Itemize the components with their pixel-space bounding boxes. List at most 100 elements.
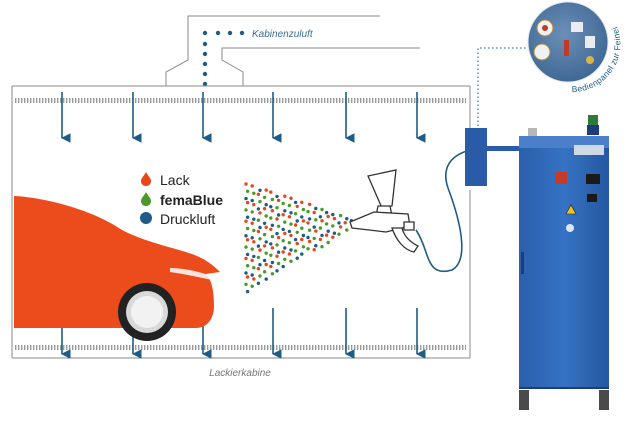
spray-droplet [324,210,329,215]
spray-droplet [306,221,310,225]
spray-droplet [289,222,293,226]
spray-droplet [276,250,281,254]
spray-droplet [275,194,279,199]
spray-droplet [264,240,268,244]
spray-droplet [245,200,250,205]
air-supply-dots [202,30,245,87]
spray-droplet [307,228,312,232]
spray-droplet [250,184,254,188]
car [14,196,220,341]
spray-droplet [269,253,273,257]
booth-label: Lackierkabine [209,368,271,379]
spray-droplet [306,235,310,240]
spray-droplet [258,188,262,192]
spray-droplet [301,219,306,223]
spray-droplet [320,219,324,223]
legend-label-druckluft: Druckluft [160,211,215,227]
spray-droplet [270,246,275,250]
floor-grate [14,345,466,350]
spray-droplet [276,235,281,240]
spray-droplet [312,248,316,252]
spray-droplet [244,219,248,223]
spray-droplet [270,223,275,227]
spray-droplet [245,226,250,231]
spray-droplet [300,252,304,256]
wall-unit [465,128,487,186]
control-cabinet [519,115,609,410]
spray-droplet [287,252,292,256]
spray-droplet [289,248,293,252]
spray-droplet [295,256,299,260]
spray-droplet [270,209,275,213]
spray-droplet [244,196,248,201]
spray-droplet [283,194,287,198]
spray-droplet [295,230,299,234]
spray-droplet [295,241,299,246]
spray-droplet [306,247,310,251]
spray-droplet [252,266,256,270]
spray-droplet [320,233,324,238]
spray-droplet [331,224,335,228]
spray-droplet [281,239,285,243]
spray-droplet [262,232,267,237]
spray-droplet [269,216,273,220]
spray-droplet [276,213,281,217]
spray-droplet [245,275,250,279]
spray-droplet [300,226,304,230]
spray-droplet [287,203,292,208]
spray-droplet [345,217,349,221]
spray-droplet [275,243,279,247]
spray-droplet [264,277,268,281]
spray-droplet [283,257,287,261]
spray-droplet [250,273,254,277]
spray-droplet [281,264,285,269]
spray-droplet [269,264,273,269]
spray-droplet [283,209,287,213]
spray-droplet [270,260,275,265]
spray-droplet [244,256,248,261]
spray-droplet [245,215,250,219]
spray-droplet [314,229,318,233]
spray-droplet [262,244,267,248]
spray-droplet [300,237,304,242]
spray-droplet [337,232,341,236]
spray-droplet [256,267,261,271]
spray-droplet [250,258,254,263]
spray-droplet [275,231,279,236]
spray-droplet [289,233,293,238]
legend-label-lack: Lack [160,172,191,188]
spray-droplet [283,220,287,224]
spray-droplet [270,197,275,202]
spray-droplet [281,250,285,254]
spray-droplet [256,244,261,248]
spray-droplet [306,209,310,214]
spray-droplet [258,263,262,267]
spray-droplet [293,212,298,216]
spray-droplet [245,252,250,257]
spray-droplet [276,224,281,228]
spray-droplet [301,245,306,249]
spray-droplet [337,221,341,225]
spray-droplet [318,237,323,242]
spray-droplet [250,284,254,288]
spray-droplet [324,222,329,226]
spray-droplet [283,246,287,250]
spray-droplet [262,195,267,200]
spray-droplet [269,242,273,246]
booth-frame [11,85,471,359]
spray-droplet [264,225,268,229]
spray-droplet [314,244,318,248]
spray-droplet [269,227,273,231]
spray-droplet [318,226,323,230]
spray-droplet [258,248,262,252]
spray-droplet [258,237,262,241]
spray-droplet [287,241,292,245]
spray-droplet [283,231,287,236]
spray-droplet [287,229,292,234]
spray-droplet [345,228,349,232]
spray-droplet [287,215,292,219]
spray-droplet [338,213,343,218]
spray-droplet [281,201,285,206]
spray-droplet [250,247,254,251]
